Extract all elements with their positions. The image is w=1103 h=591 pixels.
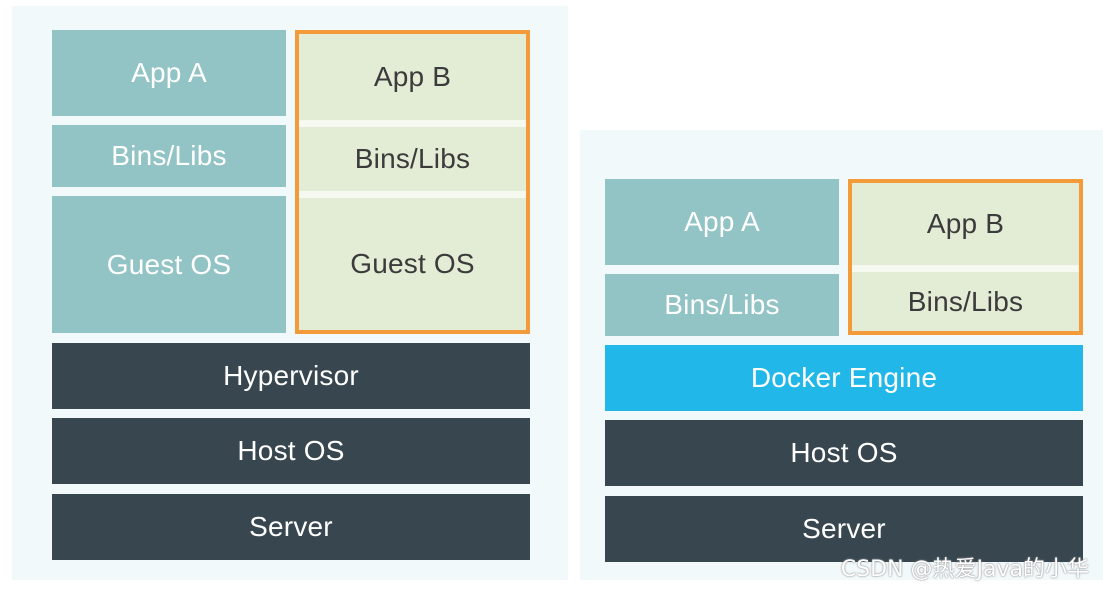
vm-architecture-panel: App A Bins/Libs Guest OS App B Bins/Libs… [12,6,568,580]
vm-app-b-highlight: App B Bins/Libs Guest OS [295,30,530,334]
docker-engine-label: Docker Engine [750,362,938,393]
vm-bins-libs-b-block: Bins/Libs [299,127,526,191]
vm-guest-os-a-block: Guest OS [52,196,286,333]
vm-bins-libs-a-label: Bins/Libs [111,140,227,171]
container-app-a-block: App A [605,179,839,265]
container-host-os-block: Host OS [605,420,1083,486]
vm-app-b-label: App B [373,61,452,92]
vm-guest-os-a-label: Guest OS [106,248,232,280]
vm-app-b-block: App B [299,34,526,120]
vm-guest-os-b-label: Guest OS [350,248,475,279]
container-bins-libs-a-block: Bins/Libs [605,274,839,336]
container-host-os-label: Host OS [790,437,898,468]
csdn-watermark: CSDN @热爱Java的小华 [840,557,1089,582]
vm-server-block: Server [52,494,530,560]
container-server-block: Server [605,496,1083,562]
vm-hypervisor-label: Hypervisor [223,360,359,391]
container-bins-libs-b-label: Bins/Libs [907,285,1024,317]
vm-host-os-label: Host OS [237,435,345,466]
vm-bins-libs-a-block: Bins/Libs [52,125,286,187]
vm-app-a-label: App A [131,57,207,88]
vm-host-os-block: Host OS [52,418,530,484]
container-bins-libs-a-label: Bins/Libs [664,289,780,320]
vm-bins-libs-b-label: Bins/Libs [354,143,471,174]
vm-hypervisor-block: Hypervisor [52,343,530,409]
vm-app-a-block: App A [52,30,286,116]
container-app-b-highlight: App B Bins/Libs [848,179,1083,335]
container-bins-libs-b-block: Bins/Libs [852,272,1079,331]
vm-guest-os-b-block: Guest OS [299,198,526,330]
docker-engine-block: Docker Engine [605,345,1083,411]
container-app-b-label: App B [926,208,1005,239]
container-server-label: Server [802,513,886,544]
container-architecture-panel: App A Bins/Libs App B Bins/Libs Docker E… [580,130,1103,580]
container-app-b-block: App B [852,183,1079,265]
vm-server-label: Server [249,511,333,542]
container-app-a-label: App A [684,206,760,237]
